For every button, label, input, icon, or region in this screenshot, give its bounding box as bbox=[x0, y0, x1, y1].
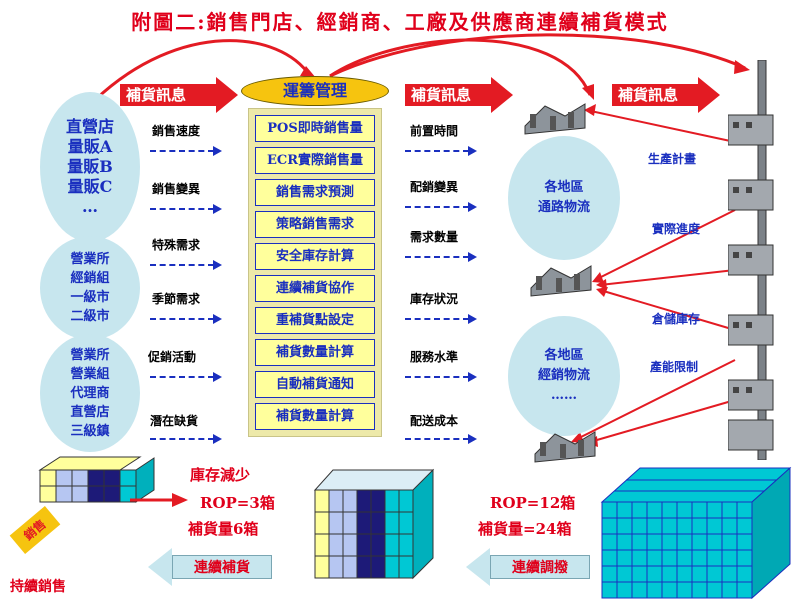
left-flow-label: 潛在缺貨 bbox=[150, 414, 199, 428]
dashed-arrow bbox=[405, 146, 477, 156]
distributor-logistics: 各地區 經銷物流 …… bbox=[508, 316, 620, 436]
arrow-label: 補貨訊息 bbox=[612, 84, 698, 106]
ops-header: 運籌管理 bbox=[241, 76, 389, 106]
dashed-arrow bbox=[150, 146, 222, 156]
ops-item: 補貨數量計算 bbox=[255, 339, 375, 366]
factory-label: 實際進度 bbox=[652, 222, 701, 236]
factory-label: 產能限制 bbox=[650, 360, 699, 374]
logistics-line: 各地區 bbox=[544, 348, 584, 363]
dashed-arrow bbox=[405, 314, 477, 324]
right-flow-label: 前置時間 bbox=[410, 124, 459, 138]
arrow-head bbox=[491, 77, 513, 113]
group-line: 經銷組 bbox=[70, 271, 110, 286]
dashed-arrow bbox=[405, 202, 477, 212]
arrow-head bbox=[216, 77, 238, 113]
left-flow-label: 促銷活動 bbox=[148, 350, 197, 364]
right-flow-label: 庫存狀況 bbox=[410, 292, 459, 306]
ops-column: POS即時銷售量 ECR實際銷售量 銷售需求預測 策略銷售需求 安全庫存計算 連… bbox=[248, 108, 382, 437]
ops-item: 補貨數量計算 bbox=[255, 403, 375, 430]
replenish-info-arrow-2: 補貨訊息 bbox=[405, 77, 513, 113]
ops-item: ECR實際銷售量 bbox=[255, 147, 375, 174]
arrow-label: 連續調撥 bbox=[490, 555, 590, 579]
left-flow-label: 季節需求 bbox=[152, 292, 201, 306]
dashed-arrow bbox=[150, 260, 222, 270]
logistics-line: …… bbox=[551, 388, 577, 403]
group-line: 量販C bbox=[67, 177, 113, 196]
group-line: 代理商 bbox=[70, 385, 110, 401]
group-line: 三級鎮 bbox=[70, 423, 110, 439]
continuous-replenish-arrow: 連續補貨 bbox=[148, 548, 272, 586]
group-sales-offices: 營業所 經銷組 一級市 二級市 bbox=[40, 236, 140, 340]
group-line: 二級市 bbox=[70, 309, 110, 324]
arrow-label: 補貨訊息 bbox=[120, 84, 216, 106]
ops-item: 重補貨點設定 bbox=[255, 307, 375, 334]
logistics-line: 各地區 bbox=[544, 180, 584, 195]
arrow-head bbox=[698, 77, 720, 113]
dashed-arrow bbox=[150, 204, 222, 214]
dashed-arrow bbox=[405, 372, 477, 382]
page-title: 附圖二:銷售門店、經銷商、工廠及供應商連續補貨模式 bbox=[131, 10, 669, 34]
dashed-arrow bbox=[150, 434, 222, 444]
continuous-transfer-arrow: 連續調撥 bbox=[466, 548, 590, 586]
ops-item: 安全庫存計算 bbox=[255, 243, 375, 270]
warehouse-icon bbox=[524, 103, 586, 135]
group-agents: 營業所 營業組 代理商 直營店 三級鎮 bbox=[40, 334, 140, 452]
small-inventory-cubes bbox=[38, 456, 155, 503]
ops-item: POS即時銷售量 bbox=[255, 115, 375, 142]
continuous-sales-label: 持續銷售 bbox=[10, 579, 66, 595]
right-flow-label: 配銷變異 bbox=[410, 180, 459, 194]
right-flow-label: 服務水準 bbox=[410, 350, 459, 364]
qty-right-label: 補貨量=24箱 bbox=[478, 520, 572, 538]
group-line: … bbox=[82, 197, 98, 216]
left-flow-label: 特殊需求 bbox=[152, 238, 201, 252]
group-line: 一級市 bbox=[70, 290, 110, 305]
dashed-arrow bbox=[405, 252, 477, 262]
large-inventory-cubes bbox=[600, 466, 792, 600]
replenish-info-arrow-1: 補貨訊息 bbox=[120, 77, 238, 113]
ops-item: 策略銷售需求 bbox=[255, 211, 375, 238]
group-line: 量販B bbox=[67, 157, 113, 176]
group-line: 營業所 bbox=[70, 347, 110, 363]
warehouse-icon bbox=[530, 265, 592, 297]
group-line: 量販A bbox=[67, 137, 113, 156]
logistics-line: 經銷物流 bbox=[537, 368, 590, 383]
rop-left-label: ROP=3箱 bbox=[200, 494, 275, 512]
ops-item: 連續補貨協作 bbox=[255, 275, 375, 302]
group-line: 營業所 bbox=[70, 252, 110, 267]
right-flow-label: 需求數量 bbox=[410, 230, 459, 244]
channel-logistics: 各地區 通路物流 bbox=[508, 136, 620, 260]
factory-label: 倉儲庫存 bbox=[652, 312, 701, 326]
dashed-arrow bbox=[150, 372, 222, 382]
left-flow-label: 銷售速度 bbox=[152, 124, 201, 138]
factory-stack-icon bbox=[728, 60, 774, 460]
factory-label: 生產計畫 bbox=[648, 152, 697, 166]
inventory-reduce-label: 庫存減少 bbox=[190, 466, 251, 484]
group-line: 營業組 bbox=[70, 366, 110, 382]
red-pointer-arrow bbox=[130, 493, 188, 507]
warehouse-icon bbox=[534, 431, 596, 463]
rop-right-label: ROP=12箱 bbox=[490, 494, 576, 512]
dashed-arrow bbox=[405, 434, 477, 444]
group-line: 直營店 bbox=[65, 117, 114, 136]
ops-item: 自動補貨通知 bbox=[255, 371, 375, 398]
left-flow-label: 銷售變異 bbox=[152, 182, 201, 196]
arrow-label: 連續補貨 bbox=[172, 555, 272, 579]
arrow-label: 補貨訊息 bbox=[405, 84, 491, 106]
right-flow-label: 配送成本 bbox=[410, 414, 459, 428]
ops-item: 銷售需求預測 bbox=[255, 179, 375, 206]
qty-left-label: 補貨量6箱 bbox=[188, 520, 259, 538]
logistics-line: 通路物流 bbox=[537, 200, 590, 215]
arrow-head bbox=[148, 548, 172, 586]
replenish-info-arrow-3: 補貨訊息 bbox=[612, 77, 720, 113]
medium-inventory-cubes bbox=[313, 468, 435, 580]
arrow-head bbox=[466, 548, 490, 586]
dashed-arrow bbox=[150, 314, 222, 324]
group-direct-stores: 直營店 量販A 量販B 量販C … bbox=[40, 92, 140, 242]
group-line: 直營店 bbox=[70, 404, 110, 420]
